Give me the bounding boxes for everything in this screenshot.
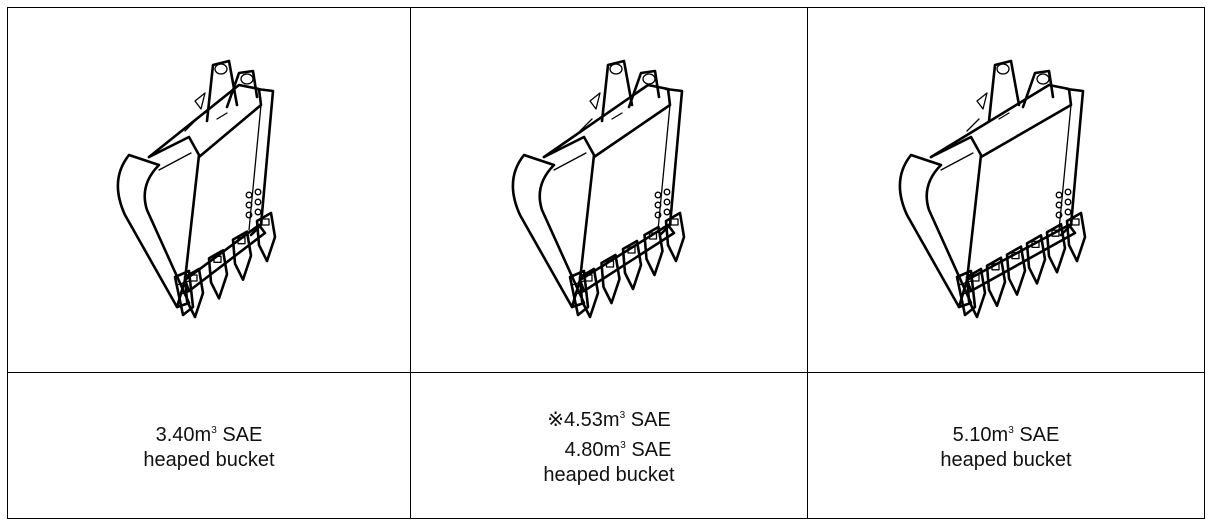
bucket-illustration-icon	[116, 59, 277, 319]
capacity-line: 5.10m3 SAE	[952, 424, 1060, 446]
capacity-line: ※4.53m3 SAE	[547, 409, 671, 431]
bucket-image-cell-1	[8, 8, 411, 373]
bucket-image-cell-2	[411, 8, 808, 373]
bucket-label-cell-3: 5.10m3 SAE heaped bucket	[808, 373, 1204, 518]
reference-mark: ※	[547, 409, 564, 431]
bucket-label: 3.40m3 SAE heaped bucket	[143, 418, 274, 473]
bucket-type: heaped bucket	[143, 449, 275, 471]
bucket-label-cell-2: ※4.53m3 SAE 4.80m3 SAE heaped bucket	[411, 373, 808, 518]
bucket-label-cell-1: 3.40m3 SAE heaped bucket	[8, 373, 411, 518]
capacity-line: 4.80m3 SAE	[564, 439, 672, 461]
bucket-type: heaped bucket	[940, 449, 1072, 471]
bucket-type: heaped bucket	[543, 464, 675, 486]
bucket-illustration-icon	[898, 59, 1087, 319]
capacity-line: 3.40m3 SAE	[155, 424, 263, 446]
bucket-image-cell-3	[808, 8, 1204, 373]
bucket-label: 5.10m3 SAE heaped bucket	[940, 418, 1071, 473]
bucket-illustration-icon	[511, 59, 686, 319]
bucket-spec-table: 3.40m3 SAE heaped bucket ※4.53m3 SAE 4.8…	[7, 7, 1205, 519]
bucket-label: ※4.53m3 SAE 4.80m3 SAE heaped bucket	[543, 403, 674, 488]
